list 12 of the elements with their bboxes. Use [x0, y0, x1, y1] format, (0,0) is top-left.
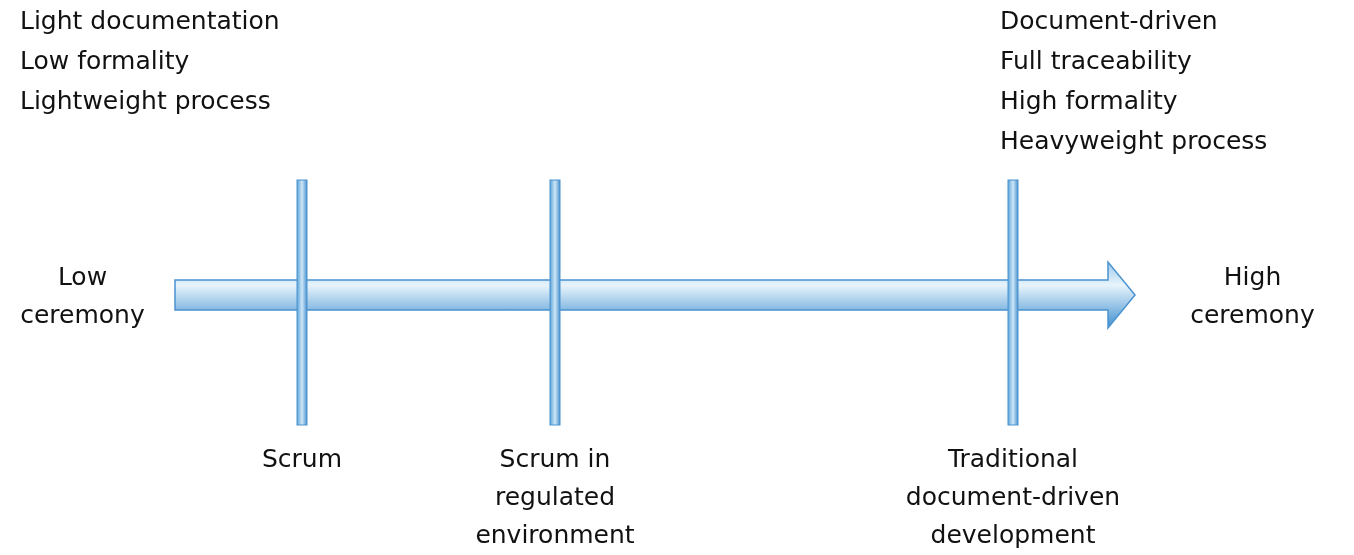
scale-end-label: High ceremony: [1189, 261, 1316, 331]
attribute-text: Full traceability: [1000, 45, 1192, 77]
marker-label: Traditional document-driven development: [904, 443, 1122, 551]
attribute-text: Light documentation: [20, 5, 280, 37]
attribute-text: Lightweight process: [20, 85, 271, 117]
attribute-text: Heavyweight process: [1000, 125, 1268, 157]
marker-label: Scrum in regulated environment: [474, 443, 636, 551]
marker-label: Scrum: [260, 443, 344, 475]
attribute-text: Document-driven: [1000, 5, 1218, 37]
scale-end-label: Low ceremony: [19, 261, 146, 331]
attribute-text: Low formality: [20, 45, 190, 77]
attribute-text: High formality: [1000, 85, 1178, 117]
